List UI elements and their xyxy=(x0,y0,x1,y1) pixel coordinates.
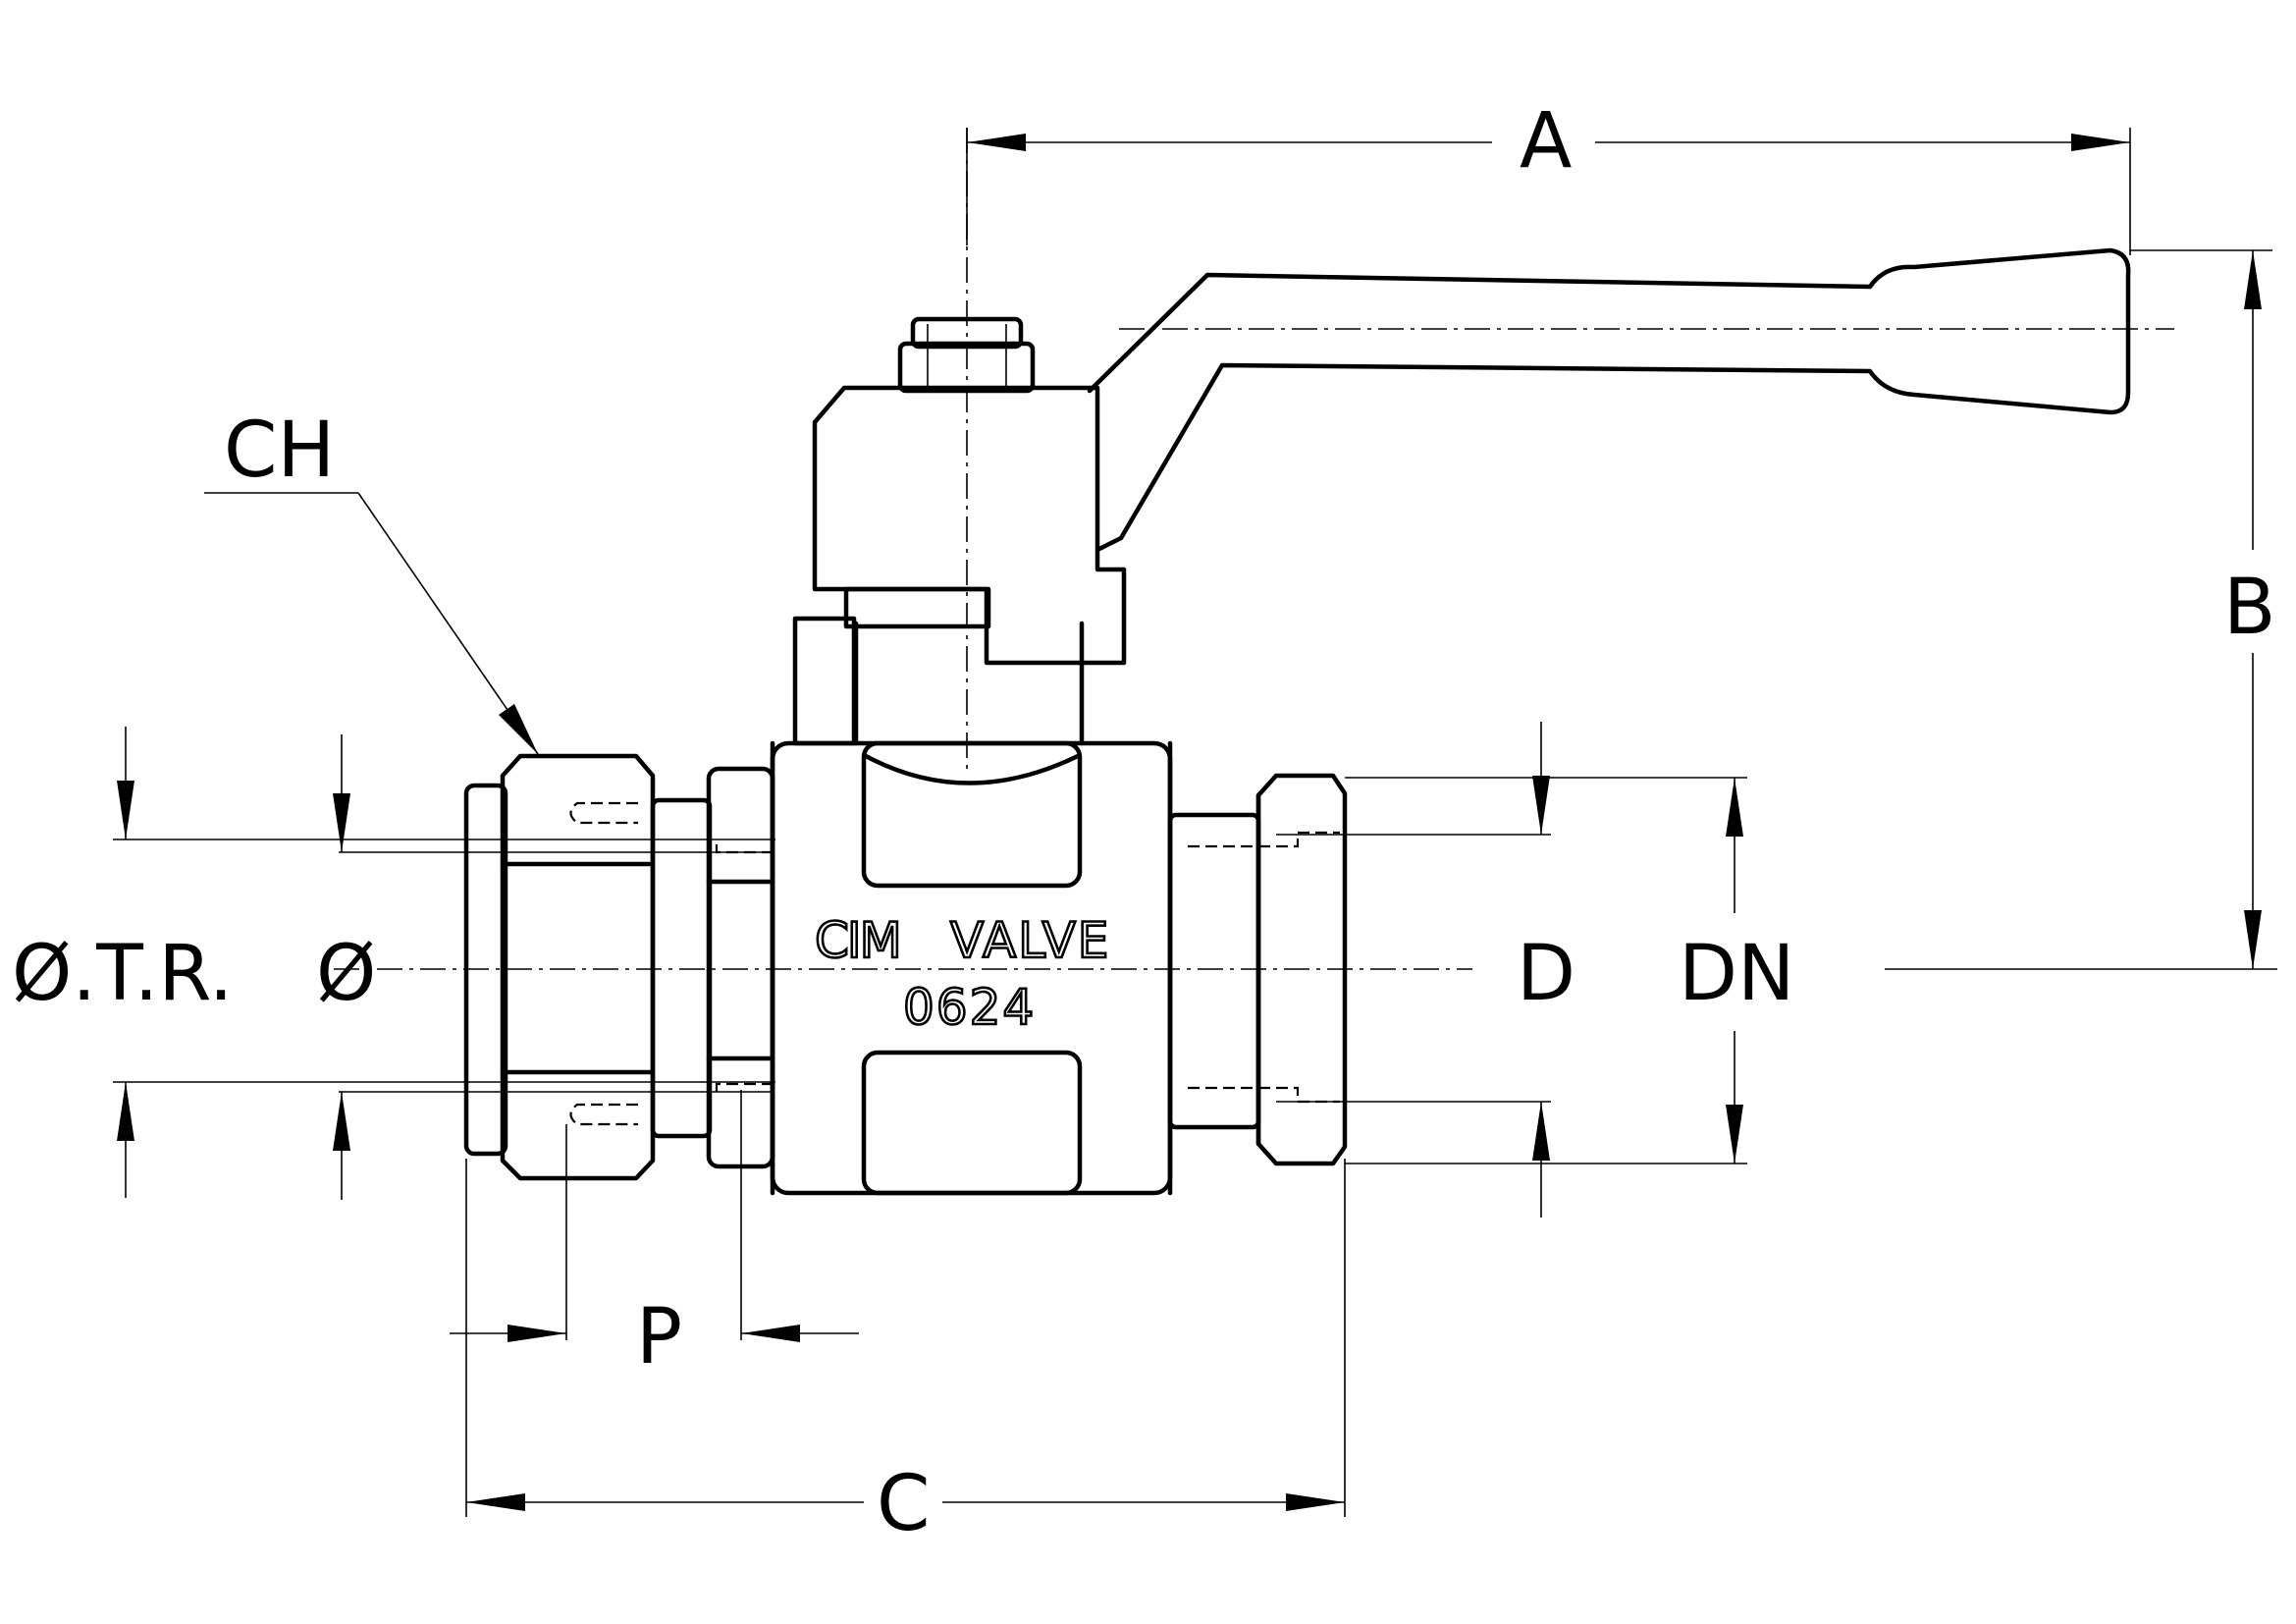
dimension-right-diameters: D DN xyxy=(1276,722,1794,1218)
dim-p-arrow-left xyxy=(507,1325,566,1342)
dim-a-label: A xyxy=(1520,97,1572,186)
stem-neck xyxy=(853,621,1085,746)
dim-phi-arrow-bottom xyxy=(333,1092,350,1151)
dim-a-arrow-left xyxy=(967,134,1026,151)
dimension-p: P xyxy=(450,1090,859,1381)
dim-d-label: D xyxy=(1517,930,1575,1018)
valve-body xyxy=(770,586,1173,1196)
dim-otr-arrow-top xyxy=(117,781,134,839)
right-hex-nut xyxy=(1255,773,1348,1166)
body-top-window xyxy=(861,740,1083,889)
center-lines xyxy=(334,128,2277,970)
right-neck xyxy=(1167,812,1261,1130)
dim-dn-arrow-bottom xyxy=(1726,1105,1743,1164)
dimension-left-diameters: Ø.T.R. Ø xyxy=(12,727,775,1200)
dim-d-arrow-bottom xyxy=(1532,1102,1550,1161)
left-pipe-sleeve xyxy=(463,783,508,1157)
dim-ch-label: CH xyxy=(224,406,335,495)
left-ring-hidden-top xyxy=(569,801,638,825)
stem-collar xyxy=(792,616,857,746)
brand-prefix: CIM xyxy=(815,912,900,969)
dim-b-arrow-top xyxy=(2244,250,2262,309)
brand-suffix: VALVE xyxy=(950,912,1110,969)
body-marking: CIM VALVE 0624 xyxy=(814,911,1110,1038)
handle-block xyxy=(812,385,1127,666)
left-thread-hidden-top xyxy=(715,844,771,854)
dim-phi-label: Ø xyxy=(316,930,376,1018)
handle-assembly xyxy=(812,247,2131,666)
dimension-a: A xyxy=(966,97,2131,255)
dim-dn-label: DN xyxy=(1679,930,1794,1018)
dim-c-arrow-right xyxy=(1286,1493,1345,1511)
body-bottom-window xyxy=(861,1050,1083,1196)
left-neck xyxy=(650,797,713,1139)
dim-c-arrow-left xyxy=(466,1493,525,1511)
dim-b-arrow-bottom xyxy=(2244,910,2262,969)
dim-dn-arrow-top xyxy=(1726,778,1743,837)
left-hex-nut xyxy=(500,753,656,1181)
right-thread-hidden-top xyxy=(1188,831,1340,848)
marking-code: 0624 xyxy=(903,979,1036,1036)
dim-c-label: C xyxy=(877,1460,930,1548)
stem-nut-top xyxy=(910,316,1024,350)
dim-a-arrow-right xyxy=(2071,134,2130,151)
body-neck-curve xyxy=(863,753,1081,785)
dim-otr-arrow-bottom xyxy=(117,1082,134,1141)
dim-phi-arrow-top xyxy=(333,793,350,852)
dim-b-label: B xyxy=(2223,564,2276,652)
handle-lever xyxy=(1087,247,2131,553)
dim-d-arrow-top xyxy=(1532,776,1550,835)
dimension-ch: CH xyxy=(204,406,539,755)
dim-p-arrow-right xyxy=(741,1325,800,1342)
stem-nut xyxy=(897,341,1036,394)
dimension-b: B xyxy=(2130,249,2276,969)
left-thread-hidden-bottom xyxy=(715,1082,771,1092)
left-ring-hidden-bottom xyxy=(569,1103,638,1126)
dim-p-label: P xyxy=(636,1293,682,1381)
dim-otr-label: Ø.T.R. xyxy=(12,930,234,1018)
left-compression-fitting xyxy=(463,753,775,1181)
right-thread-hidden-bottom xyxy=(1188,1086,1340,1104)
dim-ch-arrow xyxy=(499,704,538,754)
dimension-c: C xyxy=(465,1159,1346,1548)
